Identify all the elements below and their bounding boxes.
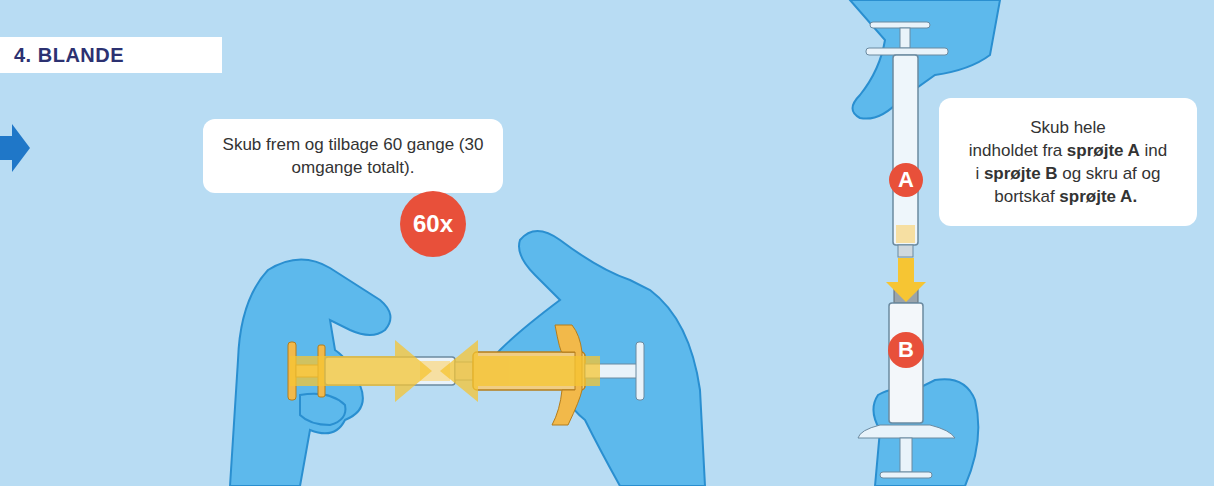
badge-text: 60x (413, 210, 453, 238)
instruction-text: sprøjte A. (1059, 187, 1137, 206)
badge-text: B (898, 337, 914, 363)
instruction-text: sprøjte A (1067, 141, 1140, 160)
transfer-arrow (886, 258, 926, 302)
instruction-text: Skub frem og tilbage 60 gange (30 omgang… (221, 133, 485, 179)
badge-text: A (898, 167, 914, 193)
text-block: Skub hele indholdetfrasprøjte Aind isprø… (961, 116, 1175, 208)
step-arrow (0, 124, 30, 172)
instruction-box: Skub hele indholdetfrasprøjte Aind isprø… (939, 98, 1197, 226)
instruction-box: Skub frem og tilbage 60 gange (30 omgang… (203, 119, 503, 193)
count-badge: 60x (400, 191, 466, 257)
push-arrows (290, 340, 600, 402)
instruction-text: sprøjte B (984, 164, 1058, 183)
instruction-text: fra (1042, 141, 1062, 160)
title-bar: 4. BLANDE (0, 37, 222, 73)
step-title: 4. BLANDE (14, 44, 124, 67)
syringe-label: B (888, 332, 924, 368)
syringe-label: A (889, 163, 923, 197)
syringe-a (866, 22, 948, 257)
syringe-pair-horizontal (288, 325, 644, 425)
syringe-b (858, 288, 955, 478)
